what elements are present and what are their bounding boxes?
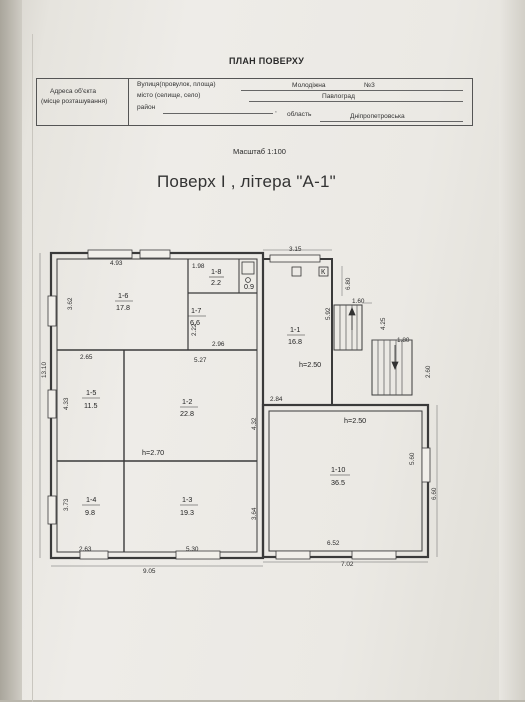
room-1-1-area: 16.8 (288, 337, 302, 346)
district-underline (163, 113, 273, 114)
height-1-10: h=2.50 (344, 416, 366, 425)
windows (47, 249, 431, 560)
city-underline (249, 101, 463, 102)
fixture-18 (241, 261, 255, 275)
room-1-3-number: 1-3 (182, 495, 192, 504)
room-1-2-area: 22.8 (180, 409, 194, 418)
house-number: №3 (364, 82, 375, 89)
dim-stairs-lower: 1.80 (397, 337, 410, 344)
room-1-6-number: 1-6 (118, 291, 128, 300)
region-value: Дніпропетровська (350, 113, 405, 120)
room-1-2-number: 1-2 (182, 397, 192, 406)
dim-stair-landing: 2.84 (270, 396, 283, 403)
stairs-upper (333, 304, 363, 351)
address-label-line1: Адреса об'єкта (50, 88, 97, 95)
stove-k (318, 266, 329, 277)
dim-11-outer: 6.80 (345, 277, 352, 290)
room-1-1-number: 1-1 (290, 325, 300, 334)
floor-heading: Поверх I , літера "А-1" (157, 172, 336, 191)
dim-110-outer: 7.02 (341, 561, 354, 568)
stove-mark: К (321, 267, 326, 276)
page-binding-edge (0, 0, 22, 700)
room-1-6-area: 17.8 (116, 303, 130, 312)
dim-17-height: 2.22 (191, 323, 198, 336)
room-1-8-area: 2.2 (211, 278, 221, 287)
district-comma: , (275, 107, 277, 114)
dim-16-height: 3.62 (67, 297, 74, 310)
region-label: область (287, 111, 312, 118)
room-1-4-area: 9.8 (85, 508, 95, 517)
room-1-4-number: 1-4 (86, 495, 96, 504)
height-1-1: h=2.50 (299, 360, 321, 369)
dimensions-horizontal: 4.93 1.98 3.15 2.65 5.27 2.96 2.84 1.60 … (79, 246, 410, 575)
dim-15-height: 4.33 (63, 397, 70, 410)
city-value: Павлоград (322, 93, 355, 100)
street-value: Молодіжна (292, 82, 326, 89)
room-labels: 1-6 17.8 1-7 6.6 1-8 2.2 0.9 1-1 16.8 1-… (82, 267, 350, 517)
height-main: h=2.70 (142, 448, 164, 457)
page-stack-edge (499, 0, 525, 700)
dim-15-top: 2.65 (80, 354, 93, 361)
room-1-9-area: 0.9 (244, 282, 254, 291)
dim-13-bottom: 5.30 (186, 546, 199, 553)
room-1-7-area: 6.6 (190, 318, 200, 327)
dim-13-height: 3.64 (251, 507, 258, 520)
region-underline (320, 121, 463, 122)
dim-overall-height: 13.10 (41, 362, 48, 378)
city-label: місто (селище, село) (137, 92, 201, 99)
dim-14-height: 3.73 (63, 498, 70, 511)
scale-label: Масштаб 1:100 (233, 147, 286, 156)
dim-110-inner: 6.52 (327, 540, 340, 547)
main-block-inner-wall (56, 258, 258, 553)
sink (291, 266, 302, 277)
fixtures (241, 261, 329, 283)
dimensions-vertical: 3.62 13.10 4.33 3.73 2.22 4.32 3.64 5.92… (41, 277, 438, 520)
dim-12-height: 4.32 (251, 417, 258, 430)
address-table-divider (128, 78, 129, 126)
room-1-10-inner-wall (268, 410, 423, 552)
main-block-outer-wall (49, 251, 265, 560)
dim-14-bottom: 2.63 (79, 546, 92, 553)
room-1-10-number: 1-10 (331, 465, 345, 474)
sheet-frame (32, 34, 495, 702)
dim-18-width: 1.98 (192, 263, 205, 270)
dim-17-bottom: 2.96 (212, 341, 225, 348)
dim-110-height: 5.60 (409, 452, 416, 465)
room-1-8-number: 1-8 (211, 267, 221, 276)
district-label: район (137, 104, 156, 111)
dim-overall-width: 9.05 (143, 568, 156, 575)
stair-arrows (348, 306, 399, 371)
room-1-7-number: 1-7 (191, 306, 201, 315)
plan-walls (49, 251, 430, 560)
room-1-3-area: 19.3 (180, 508, 194, 517)
room-1-10-outer-wall (261, 403, 430, 559)
dim-stairs-width: 1.60 (352, 298, 365, 305)
address-table (36, 78, 473, 126)
room-1-5-number: 1-5 (86, 388, 96, 397)
dim-12-top: 5.27 (194, 357, 207, 364)
dim-11-height: 5.92 (325, 307, 332, 320)
dim-stairs-lower-height: 2.60 (425, 365, 432, 378)
address-label-line2: (місце розташування) (41, 98, 108, 105)
room-1-5-area: 11.5 (84, 401, 97, 410)
dim-stairs-height: 4.25 (380, 317, 387, 330)
street-underline (241, 90, 463, 91)
document-title: ПЛАН ПОВЕРХУ (229, 56, 305, 66)
dimension-lines (39, 249, 438, 567)
street-label: Вулиця(провулок, площа) (137, 81, 216, 88)
dim-top-right: 3.15 (289, 246, 302, 253)
dim-110-outer-height: 6.60 (431, 487, 438, 500)
room-1-10-area: 36.5 (331, 478, 345, 487)
dim-top-left: 4.93 (110, 260, 123, 267)
